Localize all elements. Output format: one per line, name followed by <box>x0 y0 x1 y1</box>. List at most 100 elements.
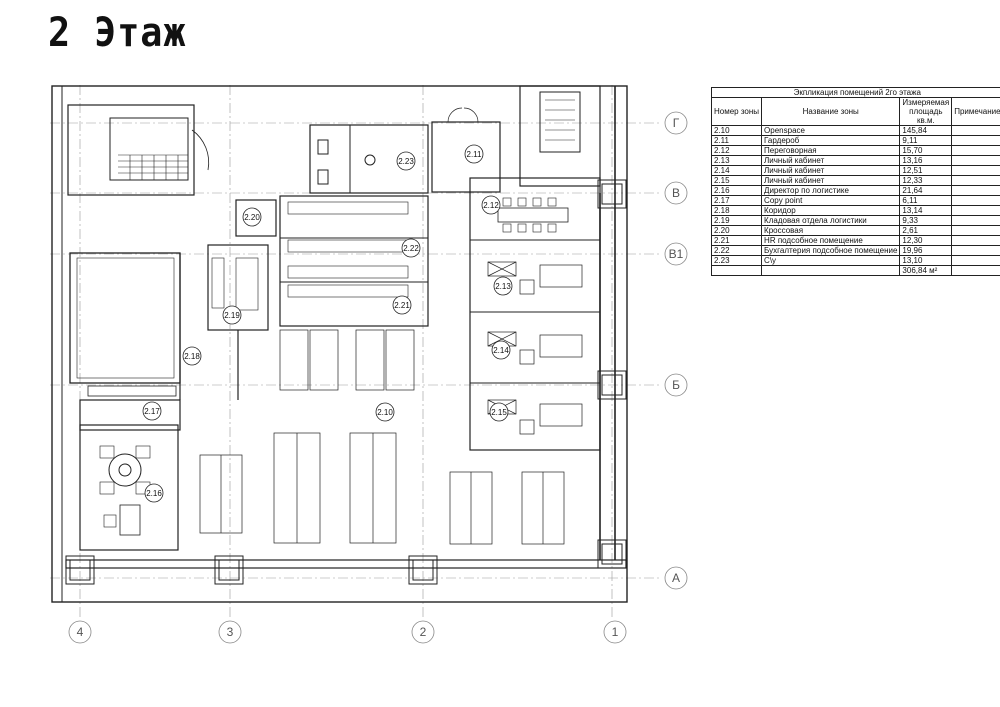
zone-name-cell: Коридор <box>761 205 901 216</box>
total-area: 306,84 м² <box>899 265 953 276</box>
svg-text:2.18: 2.18 <box>184 352 200 361</box>
zone-name-cell: HR подсобное помещение <box>761 235 901 246</box>
svg-text:2.23: 2.23 <box>398 157 414 166</box>
room-tag-2-16: 2.16 <box>144 483 164 503</box>
zone-number-cell: 2.22 <box>710 245 763 256</box>
zone-number-cell: 2.17 <box>710 195 763 206</box>
zone-name-cell: Личный кабинет <box>761 155 901 166</box>
zone-name-cell: Личный кабинет <box>761 165 901 176</box>
zone-note-cell <box>951 225 1000 236</box>
axis-marker-2: 2 <box>411 620 435 644</box>
zone-name-cell: Гардероб <box>761 135 901 146</box>
zone-name-cell: Личный кабинет <box>761 175 901 186</box>
zone-area-cell: 2,61 <box>899 225 953 236</box>
column-header-name: Название зоны <box>761 97 901 126</box>
svg-text:2.22: 2.22 <box>403 244 419 253</box>
axis-label-3: 3 <box>227 625 234 639</box>
zone-note-cell <box>951 215 1000 226</box>
zone-note-cell <box>951 175 1000 186</box>
zone-area-cell: 6,11 <box>899 195 953 206</box>
zone-note-cell <box>951 135 1000 146</box>
svg-text:2.12: 2.12 <box>483 201 499 210</box>
zone-name-cell: Директор по логистике <box>761 185 901 196</box>
table-header-row: Номер зоны Название зоны Измеряемая площ… <box>710 97 1000 126</box>
column-header-area: Измеряемая площадь кв.м. <box>899 97 953 126</box>
axis-label-g: Г <box>673 116 680 130</box>
room-tag-2-14: 2.14 <box>491 340 511 360</box>
svg-text:2.19: 2.19 <box>224 311 240 320</box>
table-caption-row: Экпликация помещений 2го этажа <box>711 87 1000 98</box>
svg-text:2.13: 2.13 <box>495 282 511 291</box>
zone-area-cell: 19,96 <box>899 245 953 256</box>
axis-marker-a: А <box>664 566 688 590</box>
zone-area-cell: 13,16 <box>899 155 953 166</box>
zone-number-cell: 2.12 <box>710 145 763 156</box>
zone-note-cell <box>951 125 1000 136</box>
zone-number-cell: 2.18 <box>710 205 763 216</box>
zone-name-cell: Copy point <box>761 195 901 206</box>
svg-text:2.14: 2.14 <box>493 346 509 355</box>
axis-marker-3: 3 <box>218 620 242 644</box>
zone-name-cell: С\у <box>761 255 901 266</box>
room-tag-2-10: 2.10 <box>375 402 395 422</box>
zone-area-cell: 21,64 <box>899 185 953 196</box>
zone-number-cell: 2.11 <box>710 135 763 146</box>
svg-text:2.17: 2.17 <box>144 407 160 416</box>
axis-label-v1: В1 <box>669 247 684 261</box>
zone-area-cell: 12,51 <box>899 165 953 176</box>
axis-marker-4: 4 <box>68 620 92 644</box>
zone-area-cell: 12,30 <box>899 235 953 246</box>
room-tag-2-12: 2.12 <box>481 195 501 215</box>
zone-area-cell: 15,70 <box>899 145 953 156</box>
axis-label-4: 4 <box>77 625 84 639</box>
zone-name-cell: Переговорная <box>761 145 901 156</box>
zone-number-cell: 2.14 <box>710 165 763 176</box>
svg-text:2.16: 2.16 <box>146 489 162 498</box>
zone-note-cell <box>951 195 1000 206</box>
axis-marker-1: 1 <box>603 620 627 644</box>
zone-number-cell: 2.21 <box>710 235 763 246</box>
zone-note-cell <box>951 255 1000 266</box>
axis-marker-v: В <box>664 181 688 205</box>
zone-area-cell: 13,10 <box>899 255 953 266</box>
zone-area-cell: 12,33 <box>899 175 953 186</box>
room-schedule-table: Экпликация помещений 2го этажа Номер зон… <box>710 87 1000 276</box>
axis-marker-v1: В1 <box>664 242 688 266</box>
svg-text:2.10: 2.10 <box>377 408 393 417</box>
svg-text:2.20: 2.20 <box>244 213 260 222</box>
room-tag-2-17: 2.17 <box>142 401 162 421</box>
room-tag-2-19: 2.19 <box>222 305 242 325</box>
axis-marker-g: Г <box>664 111 688 135</box>
zone-number-cell: 2.20 <box>710 225 763 236</box>
column-header-note: Примечание <box>951 97 1000 126</box>
zone-note-cell <box>951 145 1000 156</box>
zone-number-cell: 2.16 <box>710 185 763 196</box>
axis-label-a: А <box>672 571 680 585</box>
zone-name-cell: Openspace <box>761 125 901 136</box>
axis-label-b: Б <box>672 378 680 392</box>
axis-label-v: В <box>672 186 680 200</box>
zone-name-cell: Кладовая отдела логистики <box>761 215 901 226</box>
room-tag-2-15: 2.15 <box>489 402 509 422</box>
zone-number-cell: 2.19 <box>710 215 763 226</box>
zone-name-cell: Бухгалтерия подсобное помещение <box>761 245 901 256</box>
room-tag-2-22: 2.22 <box>401 238 421 258</box>
column-header-number: Номер зоны <box>710 97 763 126</box>
zone-note-cell <box>951 185 1000 196</box>
zone-number-cell: 2.15 <box>710 175 763 186</box>
zone-area-cell: 9,33 <box>899 215 953 226</box>
svg-text:2.21: 2.21 <box>394 301 410 310</box>
